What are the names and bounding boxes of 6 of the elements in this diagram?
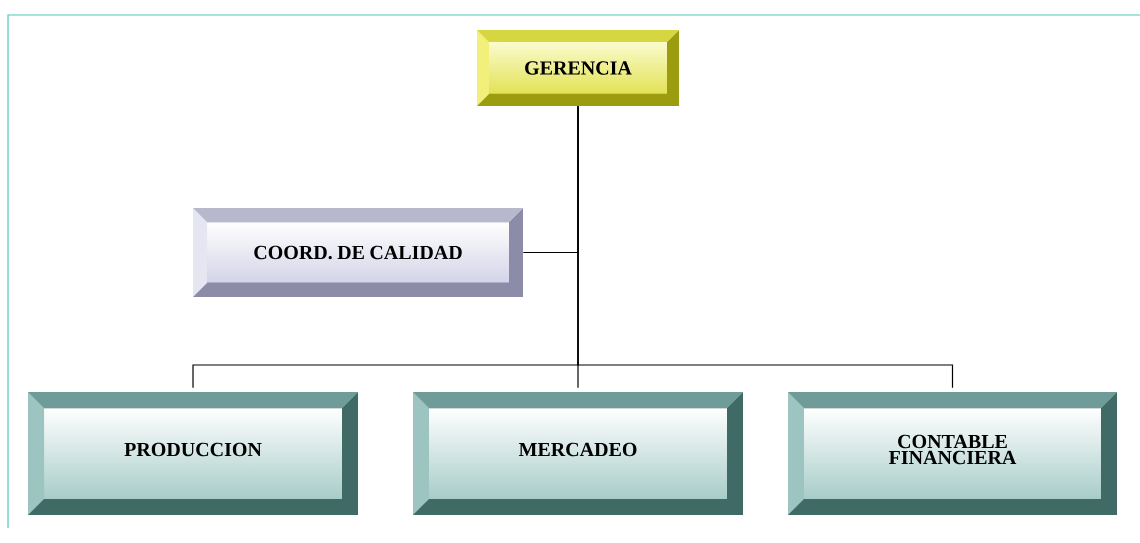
org-box: MERCADEO [413, 392, 743, 515]
org-box: COORD. DE CALIDAD [193, 208, 523, 297]
org-box: GERENCIA [477, 30, 679, 106]
org-box: CONTABLE FINANCIERA [788, 392, 1117, 515]
org-box: PRODUCCION [28, 392, 358, 515]
connector-line [577, 105, 954, 389]
